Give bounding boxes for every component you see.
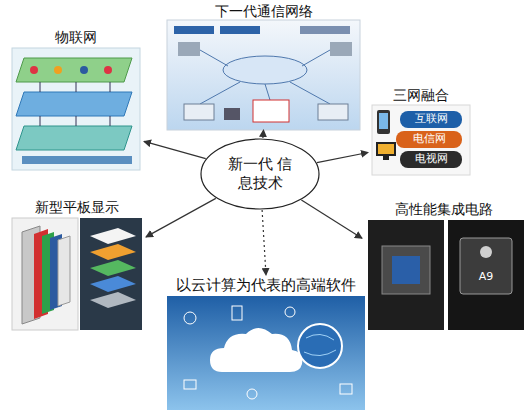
arrow-connector [262, 210, 266, 275]
arrow-connector [146, 198, 216, 237]
picture-label: 电信网 [396, 132, 462, 146]
display-picture [12, 218, 142, 330]
topic-heading: 以云计算为代表的高端软件 [163, 275, 369, 295]
topic-heading: 高性能集成电路 [362, 199, 526, 219]
topic-heading: 新型平板显示 [8, 197, 146, 217]
chip-picture [368, 220, 524, 330]
arrow-connector [317, 153, 368, 163]
topic-panel: 下一代通信网络 [163, 1, 364, 130]
cloud-picture [167, 296, 365, 410]
iot-picture [12, 48, 140, 170]
arrow-connector [144, 141, 206, 158]
convergence-picture [372, 105, 470, 175]
topic-heading: 下一代通信网络 [163, 1, 364, 21]
topic-heading: 三网融合 [368, 85, 474, 105]
topic-panel: 新型平板显示 [8, 197, 146, 330]
topic-panel: 以云计算为代表的高端软件 [163, 275, 369, 410]
picture-label: 电视网 [400, 152, 462, 166]
arrow-connector [262, 130, 264, 138]
center-label: 新一代 信息技术 [225, 155, 295, 194]
arrow-connector [301, 200, 362, 238]
picture-label: 互联网 [400, 112, 462, 126]
topic-heading: 物联网 [8, 27, 144, 47]
network-picture [167, 20, 360, 130]
topic-panel: 高性能集成电路 [362, 199, 526, 330]
topic-panel: 物联网 [8, 27, 144, 170]
center-ellipse: 新一代 信息技术 [200, 138, 320, 210]
picture-label: A9 [460, 270, 512, 284]
